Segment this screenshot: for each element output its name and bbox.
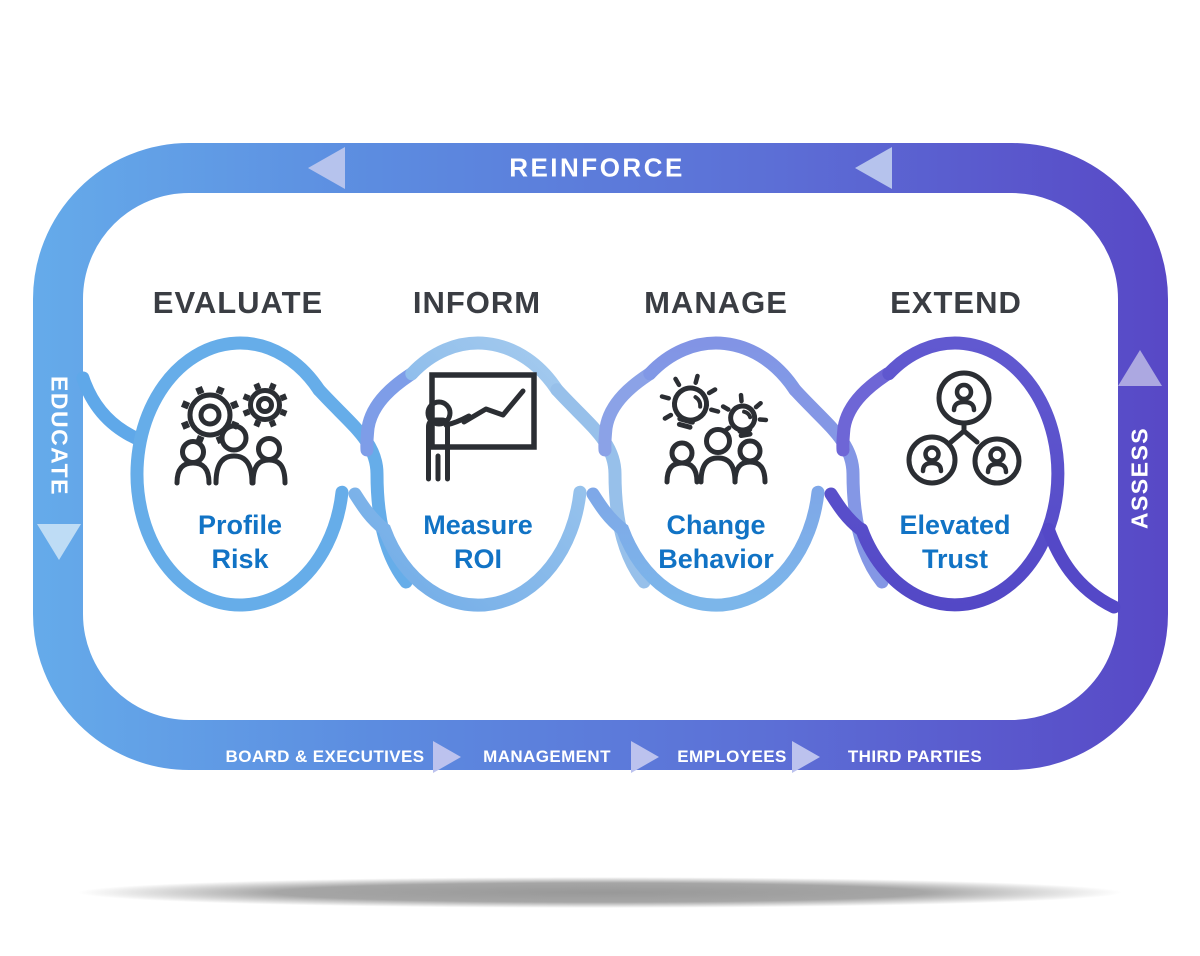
ring-to-stage1-link [76,371,147,447]
outcome-line: Risk [211,544,269,574]
stage4-left-stub [836,367,895,457]
stage-title-inform: INFORM [412,285,542,320]
audience-employees: EMPLOYEES [677,747,787,766]
audience-board-executives: BOARD & EXECUTIVES [225,747,425,766]
gears-team-icon [174,382,288,486]
stage3-loop-top [643,336,802,397]
outcome-line: Change [666,510,766,540]
stage-outcome-elevated-trust: Elevated Trust [840,508,1070,576]
presenter-chart-icon [425,372,537,482]
connected-people-icon [906,370,1022,486]
stage-title-manage: MANAGE [644,285,788,320]
stage4-to-ring-link [1041,522,1121,614]
floor-shadow [78,877,1122,908]
arrow-left-icon [308,147,345,189]
stage3-left-stub [598,367,657,457]
outcome-line: Measure [423,510,533,540]
stage-outcome-change-behavior: Change Behavior [601,508,831,576]
stage4-loop-arch [824,487,868,536]
stage4-loop-main [855,383,1065,612]
stage3-loop-bottom [586,485,825,612]
outcome-line: Behavior [658,544,774,574]
audience-management: MANAGEMENT [483,747,611,766]
outcome-line: ROI [453,544,502,574]
stage2-loop-bottom [348,485,587,612]
stage-outcome-profile-risk: Profile Risk [125,508,355,576]
audience-third-parties: THIRD PARTIES [847,747,983,766]
assess-band-label: ASSESS [1126,426,1153,530]
arrow-left-icon [855,147,892,189]
arrow-up-icon [1118,350,1162,386]
ideas-team-icon [659,373,769,485]
stage1-loop [130,336,349,612]
arrow-right-icon [631,741,659,773]
stage4-loop-top [882,336,1041,397]
stage-title-evaluate: EVALUATE [152,285,324,320]
arrow-right-icon [433,741,461,773]
stage2-left-stub [360,367,419,457]
stage2-loop-top [405,336,564,397]
outcome-line: Trust [921,544,988,574]
outcome-line: Profile [197,510,283,540]
outer-cycle-ring [33,143,1168,770]
outcome-line: Elevated [899,510,1011,540]
reinforce-band-label: REINFORCE [509,152,685,183]
stage-outcome-measure-roi: Measure ROI [363,508,593,576]
arrow-right-icon [792,741,820,773]
educate-band-label: EDUCATE [46,376,73,496]
stage-title-extend: EXTEND [890,285,1022,320]
arrow-down-icon [37,524,81,560]
